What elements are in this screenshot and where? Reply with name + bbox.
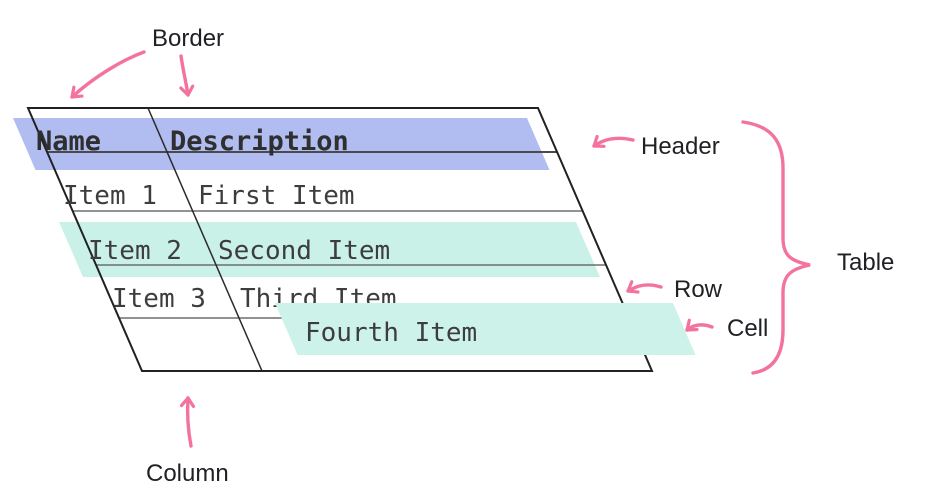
table-brace — [741, 120, 811, 375]
selected-row-highlight — [59, 222, 600, 277]
table-label: Table — [837, 249, 895, 276]
column-header-name: Name — [36, 126, 102, 157]
cell-row2-description: Second Item — [218, 236, 391, 266]
row-label: Row — [674, 276, 723, 303]
table-outline — [26, 107, 654, 372]
border-arrow-left — [70, 50, 146, 99]
cell-row3-name: Item 3 — [112, 284, 206, 314]
cell-row2-name: Item 2 — [88, 236, 182, 266]
cell-row1-description: First Item — [198, 181, 355, 211]
column-divider-line — [147, 107, 263, 372]
column-header-description: Description — [170, 126, 349, 157]
header-arrow — [592, 134, 635, 148]
border-arrow-down — [179, 54, 195, 97]
header-label: Header — [641, 133, 720, 160]
column-label: Column — [146, 460, 229, 487]
cell-row1-name: Item 1 — [63, 181, 157, 211]
cell-label: Cell — [727, 315, 769, 342]
header-row-highlight — [13, 118, 550, 170]
column-arrow — [179, 396, 196, 448]
border-label: Border — [152, 25, 225, 52]
row-arrow — [626, 280, 663, 294]
cell-row4-description: Fourth Item — [305, 318, 478, 348]
cell-arrow — [685, 318, 714, 332]
